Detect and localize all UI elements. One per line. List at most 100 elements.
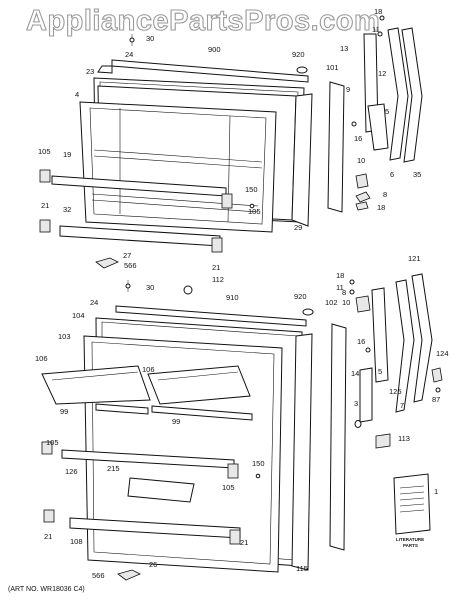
part-label-12[interactable]: 12: [378, 69, 386, 78]
part-106-bin-right[interactable]: [147, 365, 251, 405]
part-label-18-top[interactable]: 18: [374, 7, 382, 16]
part-32-shelf-bar[interactable]: [59, 225, 221, 247]
part-106-bin-left[interactable]: [41, 365, 151, 405]
part-label-105-d[interactable]: 105: [222, 483, 235, 492]
part-label-24-top[interactable]: 24: [125, 50, 133, 59]
part-label-105-b[interactable]: 105: [248, 207, 261, 216]
part-35-hinge-bar[interactable]: [401, 27, 423, 163]
part-920-plug-mid[interactable]: [302, 308, 314, 316]
part-16-screw-lower[interactable]: [365, 347, 371, 353]
part-label-30-top[interactable]: 30: [146, 34, 154, 43]
part-18-screw-top[interactable]: [379, 15, 385, 21]
part-16-screw-top[interactable]: [351, 121, 357, 127]
part-5-hinge-arm[interactable]: [367, 103, 389, 151]
part-label-150-lower[interactable]: 150: [252, 459, 265, 468]
part-113-block[interactable]: [375, 433, 391, 449]
part-label-13[interactable]: 13: [340, 44, 348, 53]
part-920-plug-top[interactable]: [296, 66, 308, 74]
part-87-screw[interactable]: [435, 387, 441, 393]
part-10-bracket[interactable]: [355, 173, 369, 189]
part-label-9[interactable]: 9: [346, 85, 350, 94]
part-label-21-b[interactable]: 21: [212, 263, 220, 272]
part-label-11-lower[interactable]: 11: [336, 283, 344, 292]
part-label-920-mid[interactable]: 920: [294, 292, 307, 301]
part-label-910[interactable]: 910: [226, 293, 239, 302]
part-150-screw-lower[interactable]: [255, 473, 261, 479]
part-910-trim[interactable]: [115, 305, 307, 327]
part-21-bracket-lower-right[interactable]: [229, 529, 241, 545]
part-label-18-lower[interactable]: 18: [336, 271, 344, 280]
part-21-clip-left-lower[interactable]: [43, 509, 55, 523]
part-8-stop[interactable]: [355, 191, 371, 203]
part-label-920-top[interactable]: 920: [292, 50, 305, 59]
part-label-19[interactable]: 19: [63, 150, 71, 159]
part-label-124[interactable]: 124: [436, 349, 449, 358]
part-label-11-top[interactable]: 11: [372, 25, 380, 34]
part-label-101[interactable]: 101: [326, 63, 339, 72]
part-11-screw-lower[interactable]: [349, 289, 355, 295]
part-30-screw-mid[interactable]: [125, 283, 131, 289]
part-30-screw-top[interactable]: [129, 37, 135, 43]
part-label-18-mid[interactable]: 18: [377, 203, 385, 212]
part-5-hinge-arm-lower[interactable]: [371, 287, 389, 383]
part-label-125[interactable]: 125: [389, 387, 402, 396]
part-11-screw-top[interactable]: [377, 31, 383, 37]
part-label-108[interactable]: 108: [70, 537, 83, 546]
part-label-24-mid[interactable]: 24: [90, 298, 98, 307]
part-label-150-top[interactable]: 150: [245, 185, 258, 194]
part-label-7[interactable]: 7: [400, 401, 404, 410]
part-24-top-strip[interactable]: [97, 65, 113, 74]
part-label-30-mid[interactable]: 30: [146, 283, 154, 292]
part-label-21-a[interactable]: 21: [41, 201, 49, 210]
part-215-bin[interactable]: [127, 477, 195, 503]
part-3-bushing[interactable]: [354, 420, 362, 428]
part-label-103[interactable]: 103: [58, 332, 71, 341]
part-label-35[interactable]: 35: [413, 170, 421, 179]
part-label-16-top[interactable]: 16: [354, 134, 362, 143]
part-label-16-lower[interactable]: 16: [357, 337, 365, 346]
part-label-8-top[interactable]: 8: [383, 190, 387, 199]
part-label-113[interactable]: 113: [398, 434, 410, 443]
part-label-27[interactable]: 27: [123, 251, 131, 260]
part-label-99-a[interactable]: 99: [60, 407, 68, 416]
part-121-hinge-bar[interactable]: [411, 273, 433, 403]
part-105-clip-left[interactable]: [39, 169, 51, 183]
part-21-bracket-upper-right[interactable]: [211, 237, 223, 253]
part-label-1[interactable]: 1: [434, 487, 438, 496]
part-label-10-lower[interactable]: 10: [342, 298, 350, 307]
part-label-10[interactable]: 10: [357, 156, 365, 165]
part-label-6[interactable]: 6: [390, 170, 394, 179]
part-label-5-lower[interactable]: 5: [378, 367, 382, 376]
part-label-4[interactable]: 4: [75, 90, 79, 99]
part-label-566-top[interactable]: 566: [124, 261, 137, 270]
part-label-23[interactable]: 23: [86, 67, 94, 76]
part-label-8-lower[interactable]: 8: [342, 288, 346, 297]
part-label-566-bottom[interactable]: 566: [92, 571, 105, 580]
part-label-87[interactable]: 87: [432, 395, 440, 404]
part-7-hinge-bar[interactable]: [395, 279, 415, 413]
part-label-102[interactable]: 102: [325, 298, 338, 307]
part-18-washer-mid[interactable]: [355, 201, 369, 211]
part-label-14[interactable]: 14: [351, 369, 359, 378]
part-99-shelf-right[interactable]: [151, 405, 253, 421]
part-6-hinge-bar[interactable]: [387, 27, 409, 161]
part-label-29[interactable]: 29: [294, 223, 302, 232]
part-label-115[interactable]: 115: [296, 564, 308, 573]
part-label-900[interactable]: 900: [208, 45, 221, 54]
part-105-bracket-lower-right[interactable]: [227, 463, 239, 479]
part-1-literature[interactable]: [393, 473, 431, 535]
part-99-shelf-left[interactable]: [95, 403, 149, 415]
part-21-clip-left[interactable]: [39, 219, 51, 233]
part-label-104[interactable]: 104: [72, 311, 85, 320]
part-112-plug[interactable]: [183, 285, 193, 295]
part-label-112[interactable]: 112: [212, 275, 224, 284]
part-label-21-c[interactable]: 21: [44, 532, 52, 541]
part-14-hinge[interactable]: [359, 367, 373, 423]
part-label-105-a[interactable]: 105: [38, 147, 51, 156]
part-105-clip-left-lower[interactable]: [41, 441, 53, 455]
part-label-26[interactable]: 26: [149, 560, 157, 569]
part-900-trim[interactable]: [111, 59, 309, 83]
part-label-215[interactable]: 215: [107, 464, 120, 473]
part-150-screw-top[interactable]: [249, 203, 255, 209]
part-label-126[interactable]: 126: [65, 467, 78, 476]
